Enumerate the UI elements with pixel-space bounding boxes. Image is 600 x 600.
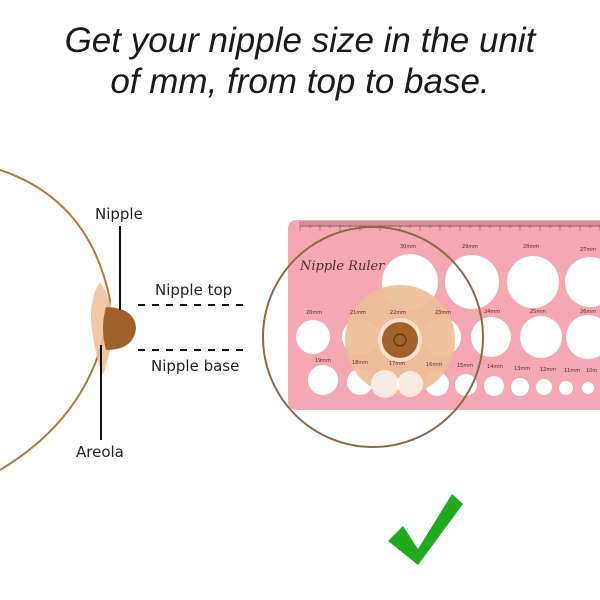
ruler-label: 13mm [514,366,530,372]
ruler-label: 10m [586,368,597,374]
ruler-title: Nipple Ruler [299,259,385,274]
ruler-label: 22mm [390,310,406,316]
ruler-label: 15mm [457,363,473,369]
ruler-label: 27mm [580,247,596,253]
areola-label: Areola [76,443,124,461]
nipple-overlay [382,322,418,358]
nipple-label: Nipple [95,205,143,223]
ruler-label: 25mm [530,309,546,315]
ruler-label: 18mm [352,360,368,366]
ruler-label: 19mm [315,358,331,364]
headline-line-2: of mm, from top to base. [110,62,490,101]
ruler-label: 28mm [523,244,539,250]
headline-line-1: Get your nipple size in the unit [64,21,536,60]
ruler-label: 11mm [564,368,580,374]
ruler-label: 16mm [426,362,442,368]
ruler-label: 20mm [306,310,322,316]
nipple-ruler [288,220,600,410]
ruler-label: 12mm [540,367,556,373]
breast-outline [0,169,112,471]
checkmark-icon [388,494,463,565]
nipple-top-label: Nipple top [155,281,233,299]
ruler-label: 30mm [400,244,416,250]
ruler-label: 29mm [462,244,478,250]
ruler-label: 26mm [580,309,596,315]
ruler-label: 14mm [487,364,503,370]
headline: Get your nipple size in the unit of mm, … [0,20,600,102]
ruler-label: 17mm [389,361,405,367]
areola-shape [91,282,113,375]
ruler-label: 21mm [350,310,366,316]
nipple-base-label: Nipple base [151,357,240,375]
ruler-label: 23mm [435,310,451,316]
ruler-label: 24mm [484,309,500,315]
magnifier-circle [262,226,484,448]
nipple-shape [103,307,136,350]
